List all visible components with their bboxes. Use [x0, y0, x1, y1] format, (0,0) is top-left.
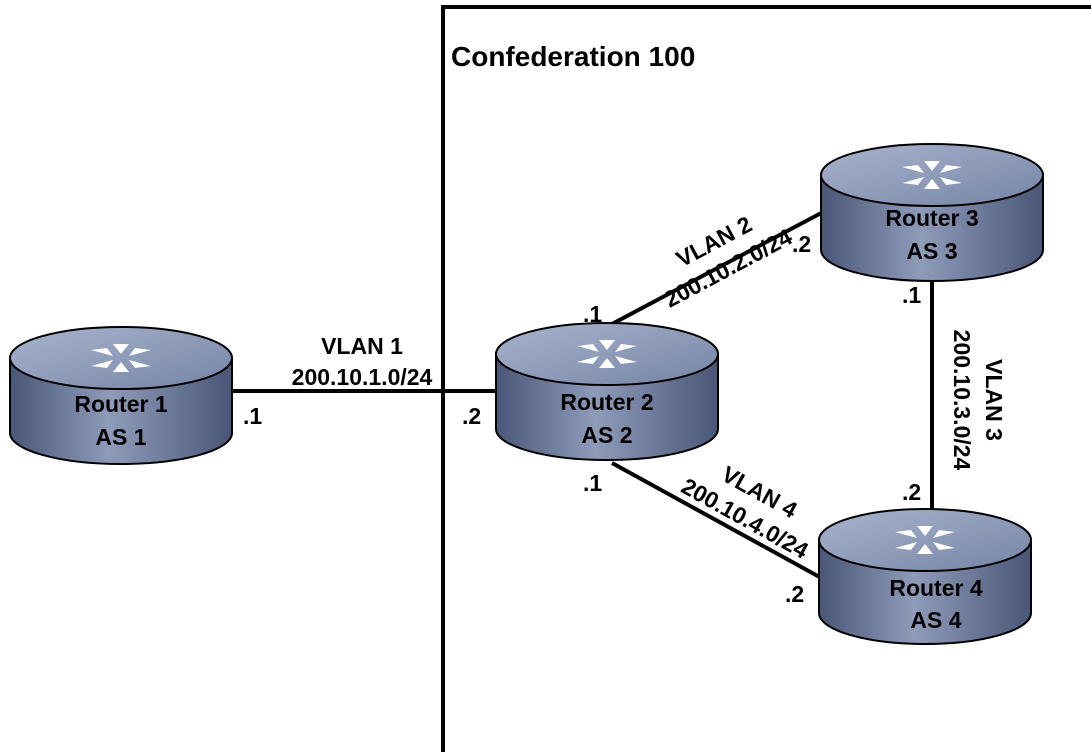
vlan1-subnet: 200.10.1.0/24 — [292, 364, 433, 390]
vlan4-end-router2: .1 — [583, 470, 602, 496]
router-3-as: AS 3 — [906, 238, 957, 264]
vlan3-subnet: 200.10.3.0/24 — [949, 330, 975, 471]
router-2-name: Router 2 — [560, 389, 653, 415]
router-2 — [495, 322, 719, 461]
vlan1-end-router2: .2 — [462, 403, 481, 429]
vlan1-end-router1: .1 — [243, 403, 262, 429]
vlan3-name: VLAN 3 — [981, 359, 1007, 441]
vlan3-end-router4: .2 — [902, 479, 921, 505]
router-2-as: AS 2 — [581, 422, 632, 448]
router-3-name: Router 3 — [885, 205, 978, 231]
vlan3-end-router3: .1 — [902, 282, 921, 308]
vlan2-end-router3: .2 — [792, 231, 811, 257]
confederation-title: Confederation 100 — [451, 41, 695, 72]
router-4 — [818, 508, 1032, 645]
router-1 — [9, 326, 233, 465]
link-vlan4 — [611, 461, 826, 582]
router-3 — [820, 143, 1044, 282]
vlan1-name: VLAN 1 — [321, 333, 403, 359]
router-4-as: AS 4 — [910, 607, 961, 633]
confederation-boundary — [441, 5, 1091, 752]
router-1-name: Router 1 — [74, 391, 168, 417]
router-1-as: AS 1 — [95, 424, 146, 450]
vlan2-end-router2: .1 — [583, 301, 602, 327]
vlan4-end-router4: .2 — [785, 581, 804, 607]
link-vlan2 — [611, 209, 826, 326]
router-4-name: Router 4 — [889, 575, 983, 601]
